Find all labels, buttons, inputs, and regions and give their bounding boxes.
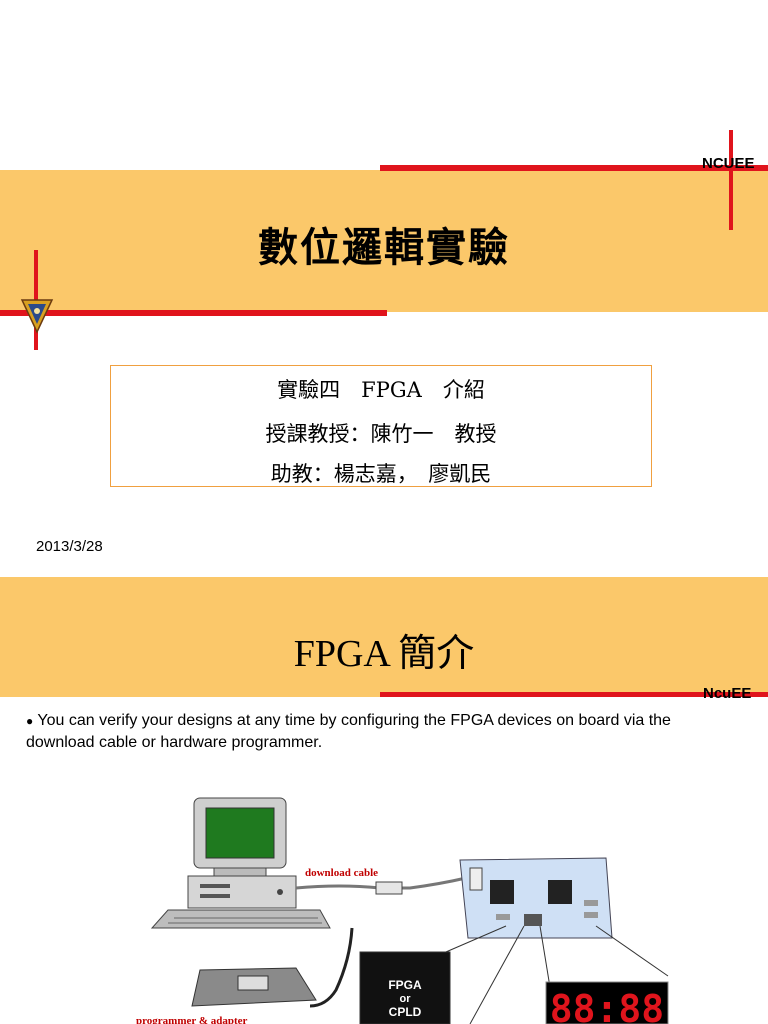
assistant-line: 助教：楊志嘉， 廖凱民 [270, 462, 492, 486]
top-red-line [380, 165, 768, 171]
title-band [0, 170, 768, 312]
seven-segment-display-icon: 88:88 [545, 981, 669, 1024]
professor-line: 授課教授：陳竹一 教授 [265, 422, 497, 446]
fpga-chip-icon: FPGA or CPLD [359, 951, 451, 1024]
chip-label-line-1: FPGA [388, 978, 422, 992]
fpga-board-icon [459, 857, 613, 939]
keyboard-icon [150, 909, 331, 929]
slide-title: 數位邏輯實驗 [258, 225, 510, 271]
top-right-vertical-line [729, 130, 733, 230]
brand-label-2: NcuEE [703, 685, 752, 702]
course-info-box: 實驗四 FPGA 介紹 授課教授：陳竹一 教授 助教：楊志嘉， 廖凱民 [110, 365, 652, 487]
university-logo-icon [20, 299, 54, 334]
slide-date: 2013/3/28 [36, 538, 103, 555]
computer-monitor-icon [193, 797, 287, 879]
bullet-text: ● You can verify your designs at any tim… [26, 712, 671, 751]
programmer-adapter-icon [191, 967, 317, 1007]
fpga-setup-diagram: download cable programmer & adapter FPGA… [136, 797, 669, 1024]
slide2-red-line [380, 692, 768, 697]
slide2-title: FPGA 簡介 [293, 633, 475, 675]
chip-label-line-3: CPLD [389, 1005, 422, 1019]
bullet-dot-icon: ● [26, 714, 34, 728]
programmer-label: programmer & adapter [136, 1015, 248, 1024]
experiment-title: 實驗四 FPGA 介紹 [277, 378, 485, 402]
brand-label: NCUEE [702, 155, 755, 172]
bottom-red-line [0, 310, 387, 316]
cable-label: download cable [305, 867, 378, 879]
programmer-cable [309, 927, 354, 1008]
cable-connector [375, 881, 403, 895]
display-value: 88:88 [550, 987, 664, 1024]
title-band-2 [0, 577, 768, 697]
computer-case-icon [187, 875, 297, 909]
chip-label-line-2: or [400, 993, 412, 1005]
